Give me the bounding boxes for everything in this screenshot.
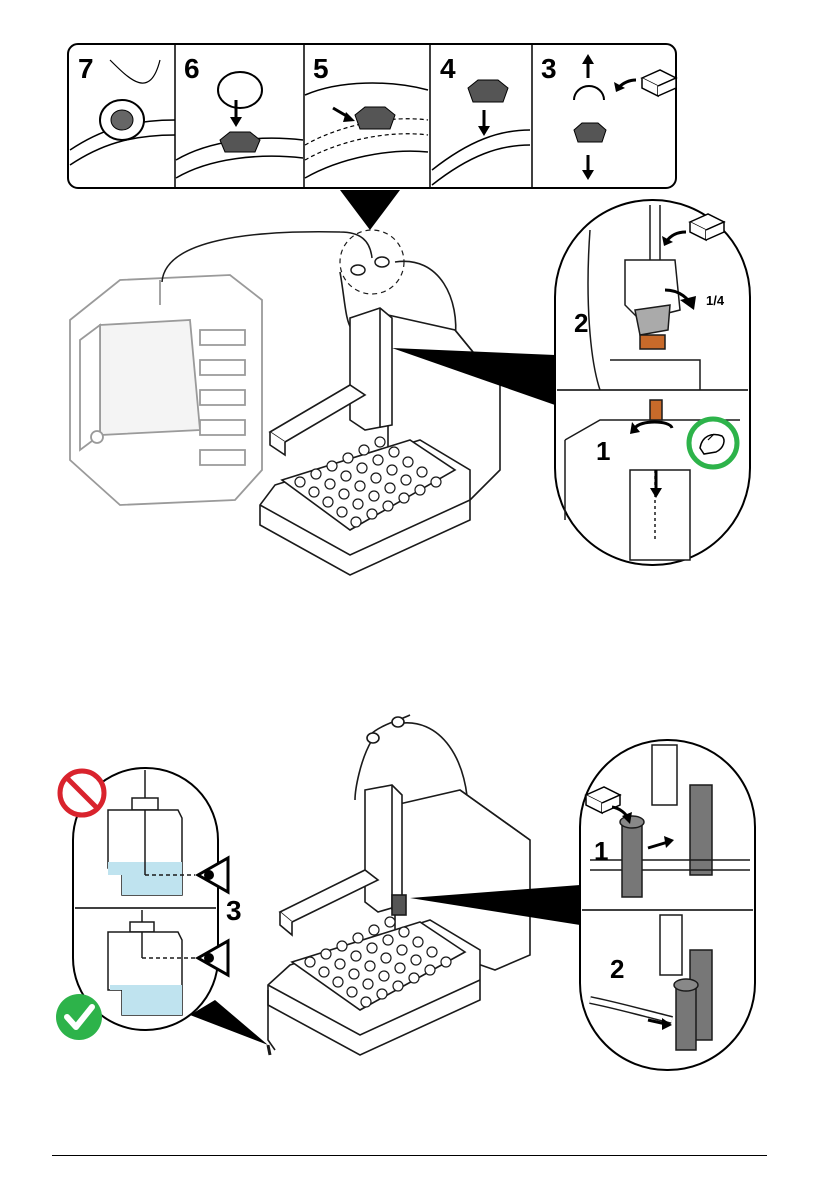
detail2-step-1: 1	[594, 836, 608, 866]
detail2-step-2: 2	[610, 954, 624, 984]
rotation-label: 1/4	[706, 293, 725, 308]
level-pointer	[190, 1000, 268, 1045]
analyzer-instrument	[70, 275, 262, 505]
detail-capsule-1: 1/4 2 1	[555, 200, 750, 565]
step-number-5: 5	[313, 53, 329, 84]
step-number-3: 3	[541, 53, 557, 84]
check-icon	[56, 994, 102, 1040]
step-number-6: 6	[184, 53, 200, 84]
hand-icon	[689, 419, 737, 467]
autosampler-1	[260, 261, 500, 575]
detail-step-2: 2	[574, 308, 588, 338]
level-step-3: 3	[226, 895, 242, 926]
callout-pointer	[340, 190, 400, 230]
step-strip: 7 6 5 4	[68, 44, 676, 188]
detail-step-1: 1	[596, 436, 610, 466]
autosampler-2	[268, 715, 530, 1055]
step-number-4: 4	[440, 53, 456, 84]
footer-rule	[52, 1155, 767, 1156]
prohibit-icon	[60, 771, 104, 815]
step-number-7: 7	[78, 53, 94, 84]
